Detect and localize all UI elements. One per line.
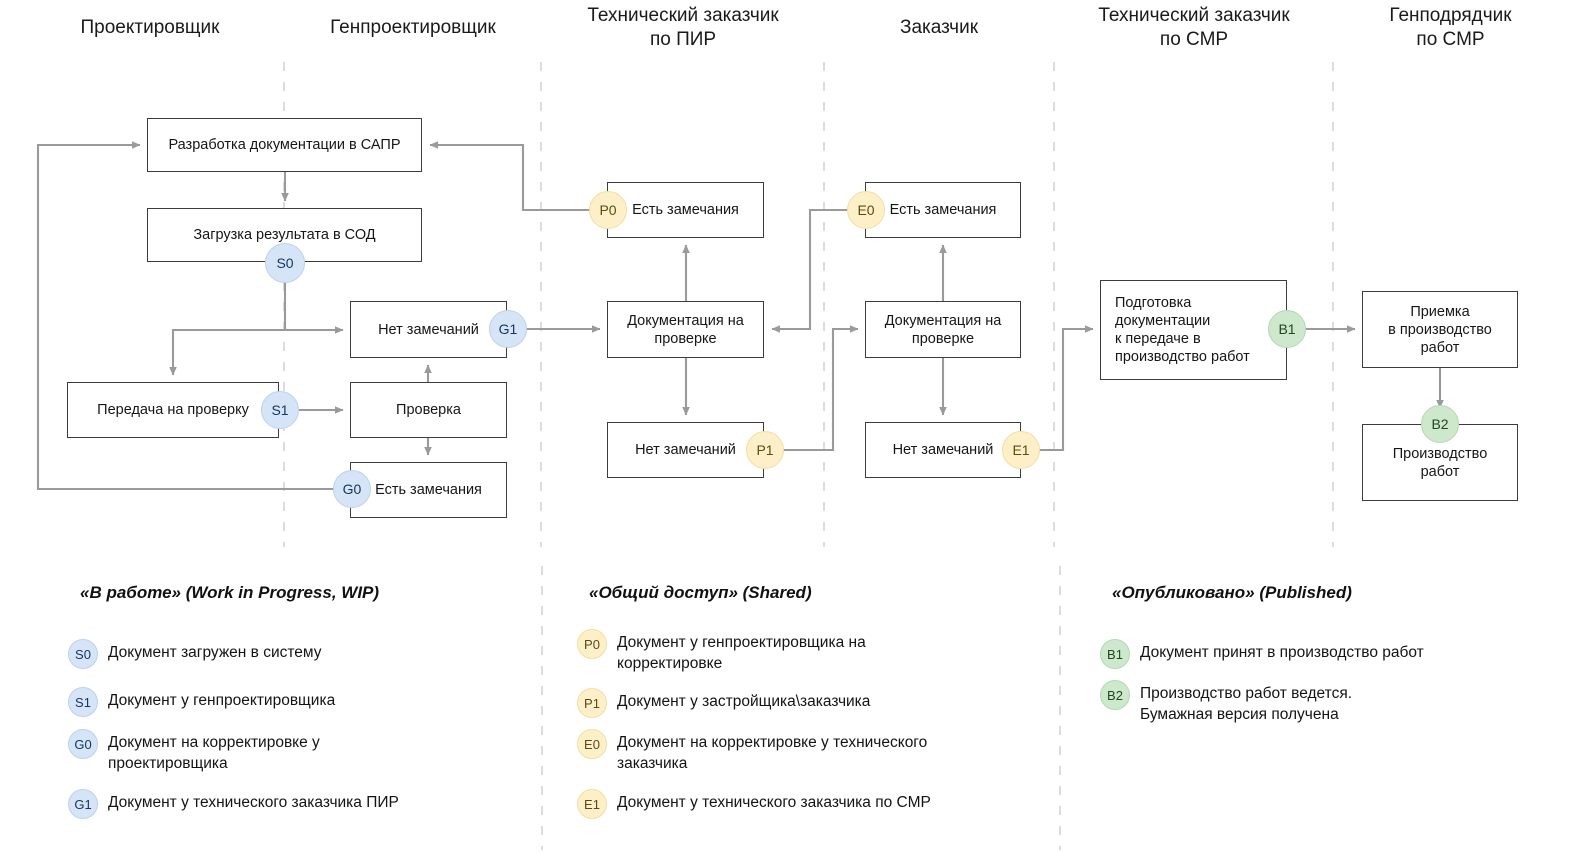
node-no-remarks-gp[interactable]: Нет замечаний (350, 301, 507, 358)
state-badge-G0[interactable]: G0 (333, 470, 371, 508)
node-has-remarks-customer[interactable]: Есть замечания (865, 182, 1021, 238)
legend-text-P1: Документ у застройщика\заказчика (617, 693, 871, 710)
legend-badge-E1: E1 (577, 789, 607, 819)
legend-item-S1: S1 Документ у генпроектировщика (68, 687, 518, 717)
legend-badge-S0: S0 (68, 639, 98, 669)
legend-item-P0: P0 Документ у генпроектировщика на корре… (577, 629, 1047, 674)
lane-title-gen-designer: Генпроектировщик (330, 17, 496, 38)
legend-text-G0: Документ на корректировке у проектировщи… (108, 734, 320, 772)
legend-text-S1: Документ у генпроектировщика (108, 692, 336, 709)
legend-text-E0: Документ на корректировке у технического… (617, 734, 928, 772)
node-transfer-for-check[interactable]: Передача на проверку (67, 382, 279, 438)
node-has-remarks-gp[interactable]: Есть замечания (350, 462, 507, 518)
state-badge-S0[interactable]: S0 (265, 243, 305, 283)
state-badge-S1[interactable]: S1 (261, 391, 299, 429)
legend-title-wip: «В работе» (Work in Progress, WIP) (80, 583, 380, 602)
legend-text-P0: Документ у генпроектировщика на корректи… (617, 634, 866, 672)
node-docs-review-pir[interactable]: Документация на проверке (607, 301, 764, 358)
legend-item-P1: P1 Документ у застройщика\заказчика (577, 688, 1047, 718)
state-badge-P0[interactable]: P0 (589, 191, 627, 229)
lane-title-customer: Заказчик (899, 17, 979, 38)
legend-badge-B1: B1 (1100, 639, 1130, 669)
lane-title-gen-contractor-smr: Генподрядчик по СМР (1389, 5, 1512, 50)
legend-item-E1: E1 Документ у технического заказчика по … (577, 789, 1057, 819)
state-badge-P1[interactable]: P1 (746, 431, 784, 469)
node-cad-development[interactable]: Разработка документации в САПР (147, 118, 422, 172)
state-badge-E1[interactable]: E1 (1002, 431, 1040, 469)
node-acceptance[interactable]: Приемка в производство работ (1362, 291, 1518, 368)
lane-title-designer: Проектировщик (80, 17, 220, 38)
legend-title-published: «Опубликовано» (Published) (1112, 583, 1352, 602)
legend-text-E1: Документ у технического заказчика по СМР (617, 794, 931, 811)
lane-title-tech-customer-smr: Технический заказчик по СМР (1098, 5, 1290, 50)
legend-item-G0: G0 Документ на корректировке у проектиро… (68, 729, 518, 774)
legend-badge-G0: G0 (68, 729, 98, 759)
legend-item-B2: B2 Производство работ ведется. Бумажная … (1100, 680, 1550, 725)
legend-item-S0: S0 Документ загружен в систему (68, 639, 518, 669)
legend-title-shared: «Общий доступ» (Shared) (589, 583, 812, 602)
legend-item-G1: G1 Документ у технического заказчика ПИР (68, 789, 528, 819)
legend-text-B1: Документ принят в производство работ (1140, 644, 1424, 661)
node-no-remarks-customer[interactable]: Нет замечаний (865, 422, 1021, 478)
legend-text-S0: Документ загружен в систему (108, 644, 322, 661)
legend-badge-P0: P0 (577, 629, 607, 659)
node-prepare-transfer[interactable]: Подготовка документации к передаче в про… (1100, 280, 1287, 380)
state-badge-B2[interactable]: B2 (1421, 405, 1459, 443)
legend-badge-B2: B2 (1100, 680, 1130, 710)
legend-item-E0: E0 Документ на корректировке у техническ… (577, 729, 1057, 774)
state-badge-E0[interactable]: E0 (847, 191, 885, 229)
legend-badge-G1: G1 (68, 789, 98, 819)
node-check[interactable]: Проверка (350, 382, 507, 438)
lane-title-tech-customer-pir: Технический заказчик по ПИР (587, 5, 779, 50)
legend-text-G1: Документ у технического заказчика ПИР (108, 794, 399, 811)
node-has-remarks-pir[interactable]: Есть замечания (607, 182, 764, 238)
legend-text-B2: Производство работ ведется. Бумажная вер… (1140, 685, 1353, 723)
state-badge-G1[interactable]: G1 (489, 310, 527, 348)
state-badge-B1[interactable]: B1 (1268, 310, 1306, 348)
node-docs-review-customer[interactable]: Документация на проверке (865, 301, 1021, 358)
legend-badge-S1: S1 (68, 687, 98, 717)
node-no-remarks-pir[interactable]: Нет замечаний (607, 422, 764, 478)
legend-badge-P1: P1 (577, 688, 607, 718)
legend-badge-E0: E0 (577, 729, 607, 759)
legend-item-B1: B1 Документ принят в производство работ (1100, 639, 1550, 669)
